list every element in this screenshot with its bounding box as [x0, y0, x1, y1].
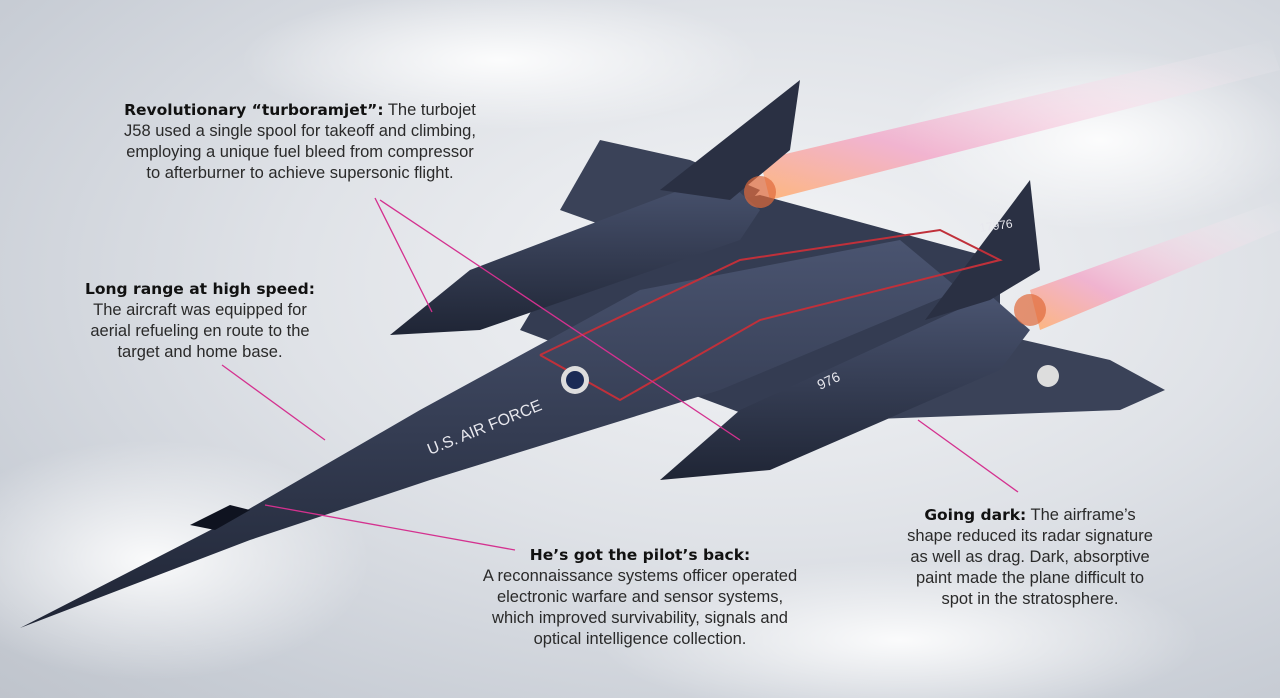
callout-text: as well as drag. Dark, absorptive — [910, 548, 1150, 566]
callout-text: A reconnaissance systems officer operate… — [482, 567, 798, 585]
left-nacelle — [390, 175, 760, 335]
callout-text: optical intelligence collection. — [533, 630, 747, 648]
callout-text: The aircraft was equipped for — [93, 301, 307, 319]
callout-text: which improved survivability, signals an… — [492, 609, 788, 627]
leader-pilot — [264, 504, 516, 551]
airframe: U.S. AIR FORCE 17976 976 — [20, 80, 1165, 628]
right-nacelle — [660, 295, 1030, 480]
engine-glow-right — [1014, 294, 1046, 326]
callout-text: employing a unique fuel bleed from compr… — [126, 143, 474, 161]
engine-glow-left — [744, 176, 776, 208]
callout-range: Long range at high speed: The aircraft w… — [50, 279, 350, 363]
leader-dark — [917, 419, 1019, 493]
callout-pilot: He’s got the pilot’s back: A reconnaissa… — [450, 545, 830, 650]
callout-title: Going dark: — [924, 506, 1027, 524]
callout-title: He’s got the pilot’s back: — [529, 546, 751, 564]
leader-lines — [221, 197, 1019, 551]
callout-turboramjet: Revolutionary “turboramjet”: The turboje… — [90, 100, 510, 184]
callout-text: paint made the plane difficult to — [915, 569, 1145, 587]
callout-title: Long range at high speed: — [85, 280, 315, 298]
callout-text: J58 used a single spool for takeoff and … — [124, 122, 476, 140]
left-tail-fin — [660, 80, 800, 200]
right-tail-fin — [925, 180, 1040, 320]
exhaust-plumes — [760, 40, 1280, 330]
tail-number: 17976 — [978, 216, 1013, 235]
callout-text: The airframe’s — [1030, 506, 1136, 524]
callout-text: electronic warfare and sensor systems, — [496, 588, 784, 606]
red-outline — [539, 228, 1003, 402]
callout-title: Revolutionary “turboramjet”: — [124, 101, 384, 119]
callout-text: The turbojet — [387, 101, 476, 119]
callout-text: shape reduced its radar signature — [907, 527, 1153, 545]
callout-text: to afterburner to achieve supersonic fli… — [146, 164, 454, 182]
leader-turboramjet-left — [374, 197, 433, 313]
callout-dark: Going dark: The airframe’s shape reduced… — [870, 505, 1190, 610]
callout-text: aerial refueling en route to the — [90, 322, 310, 340]
leader-range — [221, 364, 326, 441]
leader-turboramjet-right — [379, 199, 741, 441]
cockpit — [190, 505, 250, 530]
callout-text: target and home base. — [117, 343, 283, 361]
fuselage — [20, 240, 960, 628]
callout-text: spot in the stratosphere. — [941, 590, 1119, 608]
